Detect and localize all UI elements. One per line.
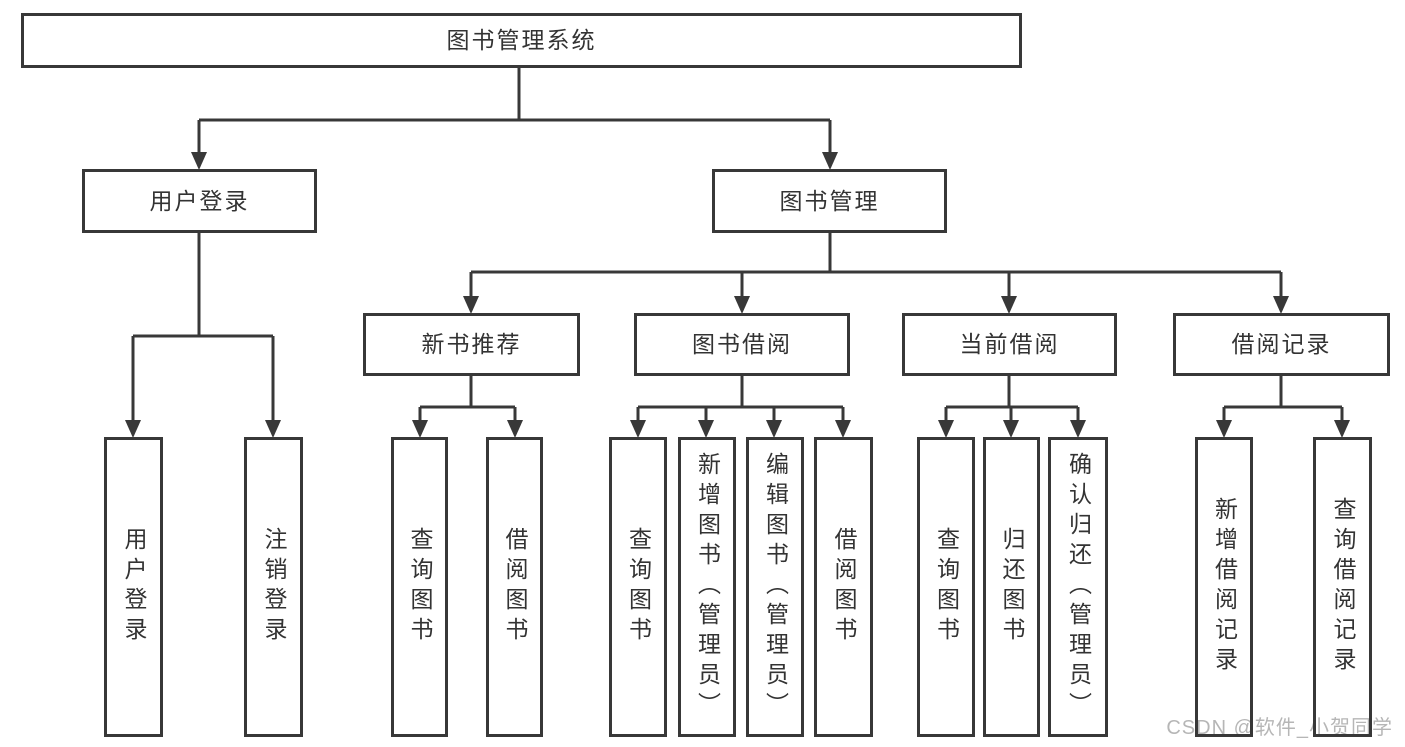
leaf-query-books-current: 查询图书 (917, 437, 975, 737)
leaf-confirm-return-admin: 确认归还（管理员） (1048, 437, 1108, 737)
leaf-user-login-label: 用户登录 (121, 527, 147, 647)
connector-book-mgmt-branch (469, 233, 1283, 300)
csdn-watermark: CSDN @软件_小贺同学 (1166, 717, 1393, 739)
leaf-query-books-current-label: 查询图书 (933, 527, 960, 647)
node-book-borrow-label: 图书借阅 (692, 331, 792, 357)
connector-book-borrow-branch (636, 376, 845, 424)
node-book-mgmt: 图书管理 (712, 169, 947, 233)
node-root-system: 图书管理系统 (21, 13, 1022, 68)
connector-new-book-rec-branch (418, 376, 517, 424)
leaf-logout-login: 注销登录 (244, 437, 303, 737)
leaf-query-borrow-record-label: 查询借阅记录 (1330, 497, 1356, 677)
leaf-add-borrow-record-label: 新增借阅记录 (1211, 497, 1238, 677)
leaf-add-borrow-record: 新增借阅记录 (1195, 437, 1253, 737)
node-new-book-rec: 新书推荐 (363, 313, 580, 376)
node-book-borrow: 图书借阅 (634, 313, 850, 376)
node-current-borrow: 当前借阅 (902, 313, 1117, 376)
leaf-query-books-rec: 查询图书 (391, 437, 448, 737)
leaf-edit-book-admin-label: 编辑图书（管理员） (762, 452, 789, 722)
leaf-borrow-books: 借阅图书 (814, 437, 873, 737)
leaf-query-books-borrow: 查询图书 (609, 437, 667, 737)
node-book-mgmt-label: 图书管理 (779, 187, 880, 214)
node-user-login-label: 用户登录 (149, 187, 250, 214)
connector-borrow-record-branch (1222, 376, 1344, 424)
leaf-user-login: 用户登录 (104, 437, 163, 737)
connector-root-to-level2 (197, 68, 832, 156)
leaf-logout-login-label: 注销登录 (261, 527, 287, 647)
node-borrow-record-label: 借阅记录 (1231, 331, 1332, 357)
node-borrow-record: 借阅记录 (1173, 313, 1390, 376)
node-current-borrow-label: 当前借阅 (959, 331, 1060, 357)
leaf-return-book-label: 归还图书 (999, 527, 1025, 647)
leaf-edit-book-admin: 编辑图书（管理员） (746, 437, 804, 737)
connector-user-login-branch (131, 233, 275, 424)
leaf-query-books-rec-label: 查询图书 (407, 527, 433, 647)
node-user-login: 用户登录 (82, 169, 317, 233)
leaf-borrow-books-rec: 借阅图书 (486, 437, 543, 737)
leaf-add-book-admin: 新增图书（管理员） (678, 437, 736, 737)
leaf-query-borrow-record: 查询借阅记录 (1313, 437, 1372, 737)
node-new-book-rec-label: 新书推荐 (421, 331, 522, 357)
leaf-borrow-books-label: 借阅图书 (831, 527, 857, 647)
node-root-label: 图书管理系统 (446, 27, 597, 53)
leaf-query-books-borrow-label: 查询图书 (625, 527, 652, 647)
leaf-return-book: 归还图书 (983, 437, 1040, 737)
connector-current-borrow-branch (944, 376, 1080, 424)
leaf-borrow-books-rec-label: 借阅图书 (502, 527, 528, 647)
leaf-confirm-return-admin-label: 确认归还（管理员） (1065, 452, 1092, 722)
leaf-add-book-admin-label: 新增图书（管理员） (694, 452, 721, 722)
